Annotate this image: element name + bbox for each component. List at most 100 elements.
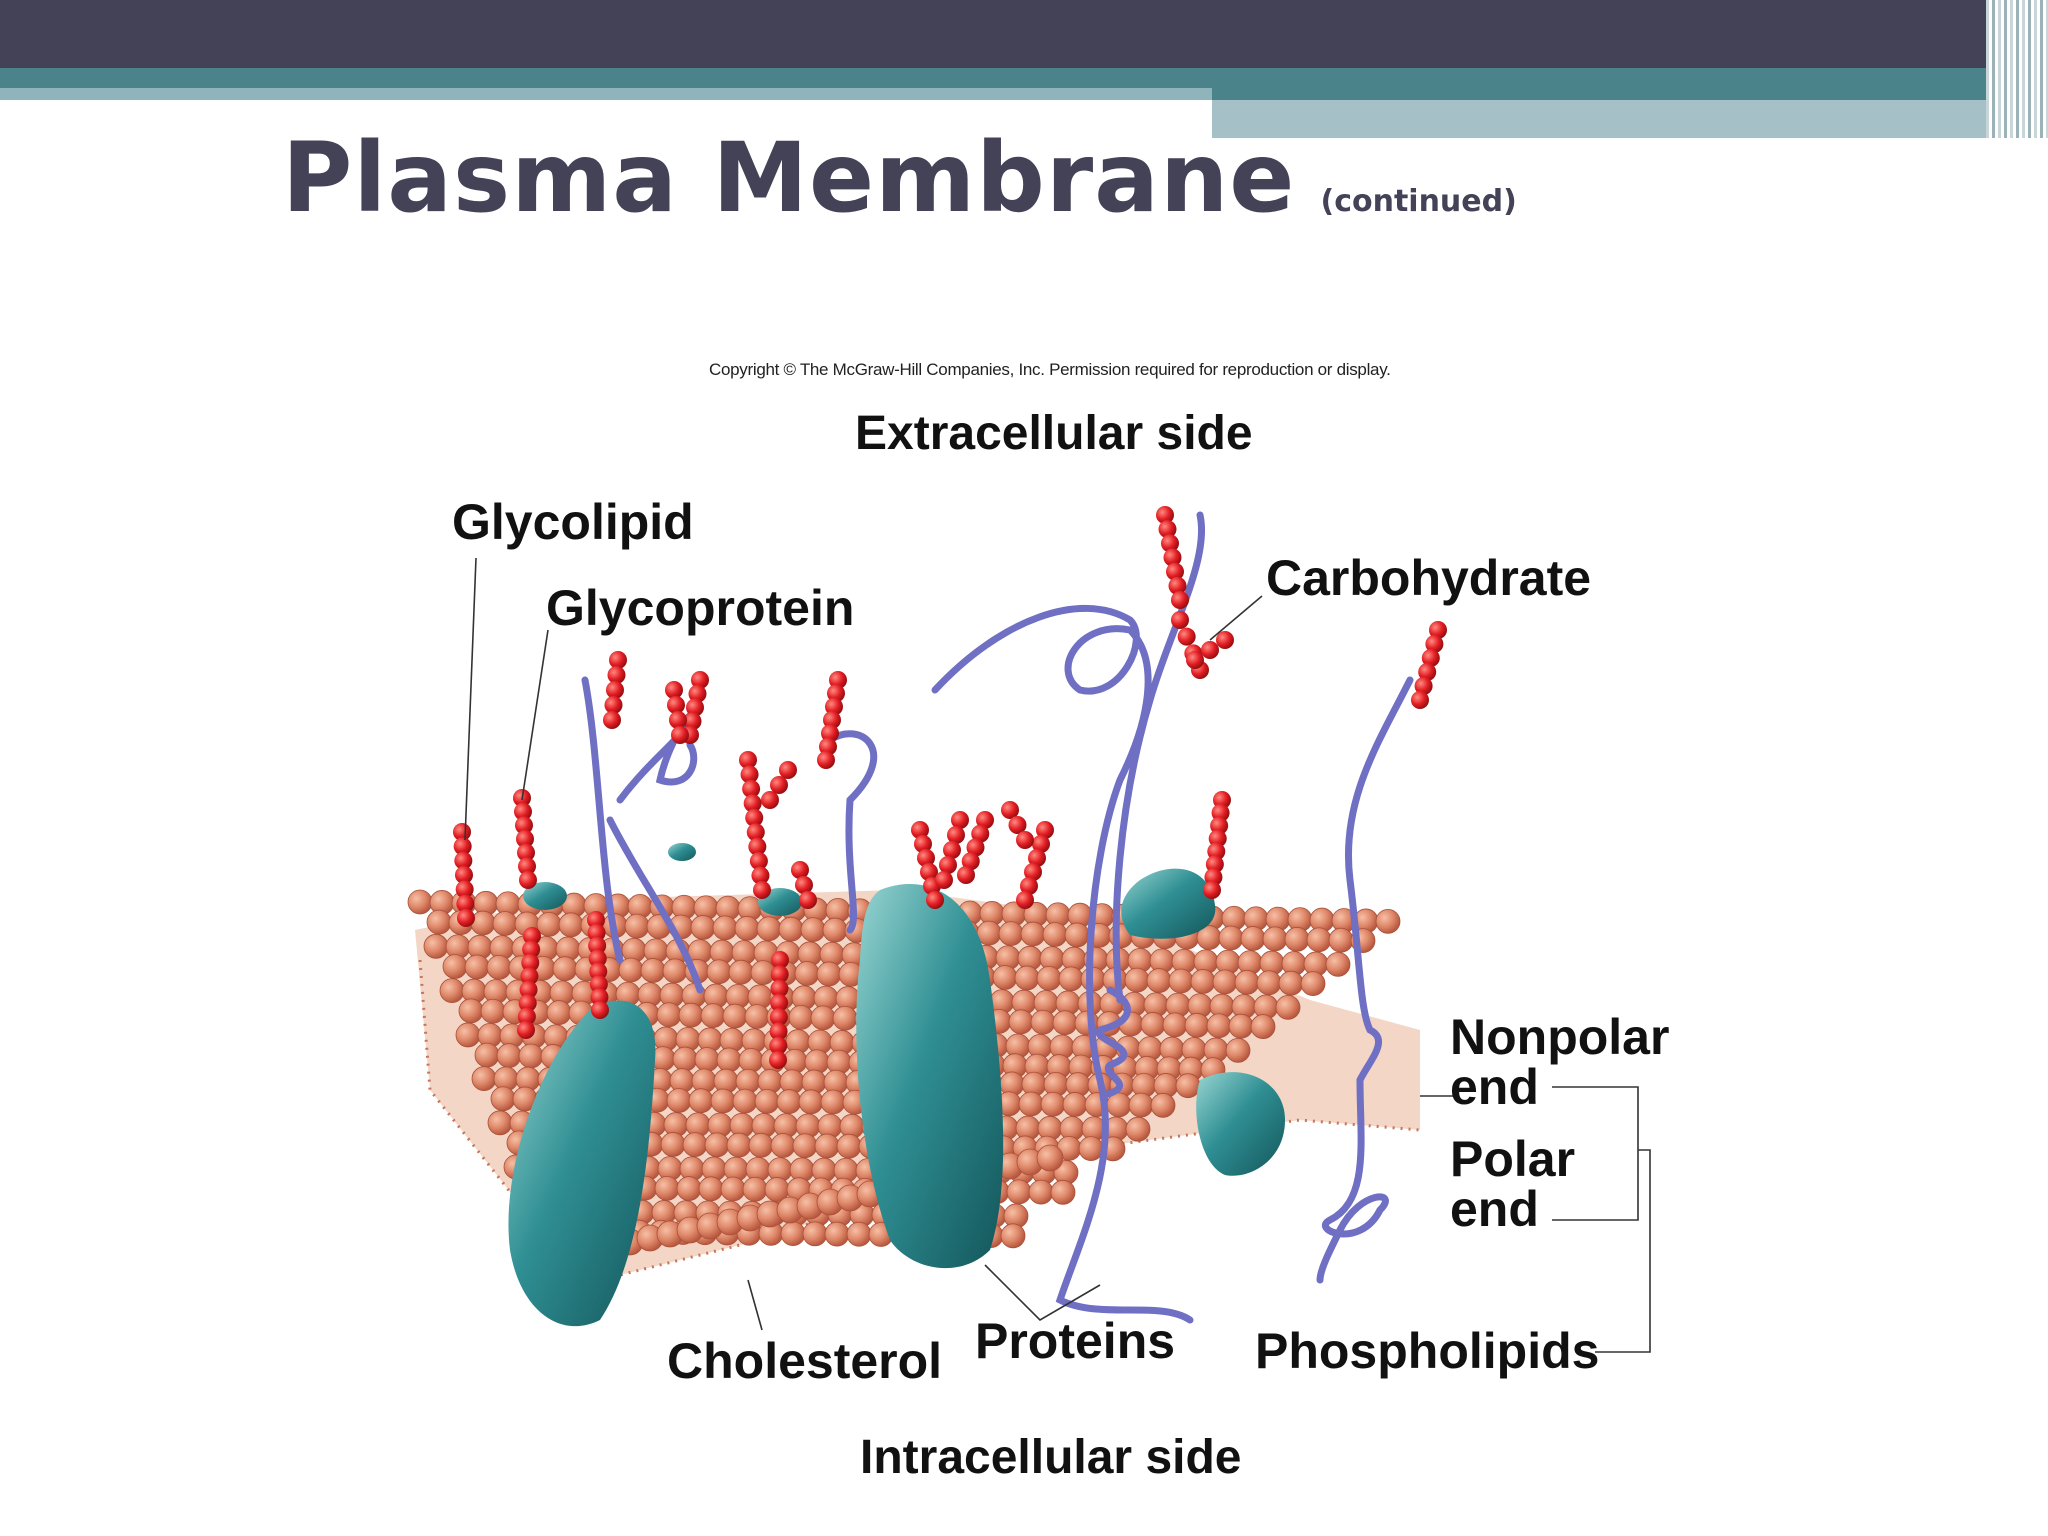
lipid-head [792, 1133, 818, 1159]
lipid-head [1218, 925, 1244, 951]
carbohydrate-bead [518, 857, 536, 876]
carbohydrate-bead [1411, 691, 1429, 709]
slide-title-sub: (continued) [1320, 184, 1517, 219]
lipid-head [756, 916, 782, 942]
carbohydrate-bead [454, 851, 473, 870]
lipid-head [423, 933, 449, 959]
carbohydrate-bead [457, 909, 475, 927]
carbohydrate-bead [455, 880, 474, 899]
carbohydrate-bead [957, 866, 975, 884]
lipid-head [712, 915, 738, 941]
carbohydrate-bead [1163, 548, 1182, 567]
lipid-head [682, 1132, 708, 1158]
lipid-head [1062, 1092, 1088, 1117]
carbohydrate-bead [665, 681, 683, 699]
carbohydrate-bead [769, 1051, 787, 1069]
label-phospholipids: Phospholipids [1255, 1323, 1600, 1379]
carbohydrate-bead [607, 666, 626, 684]
lipid-head [776, 1089, 802, 1114]
carbohydrate-bead [770, 993, 789, 1012]
lipid-head [1078, 1136, 1104, 1161]
carbohydrate-bead [589, 975, 608, 994]
carbohydrate-bead [926, 891, 944, 909]
lipid-head [1058, 966, 1084, 992]
carbohydrate-bead [686, 698, 704, 717]
lipid-head [748, 1132, 774, 1158]
carbohydrate-bead [667, 696, 685, 714]
lipid-head [654, 1175, 680, 1201]
carbohydrate-bead [1216, 631, 1234, 649]
copyright-notice: Copyright © The McGraw-Hill Companies, I… [709, 360, 1391, 379]
carbohydrate-bead [746, 823, 765, 842]
carbohydrate-bead [1421, 649, 1440, 667]
carbohydrate-bead [587, 923, 606, 942]
lipid-head [694, 1047, 720, 1072]
lipid-head [518, 1043, 544, 1069]
carbohydrate-bead [517, 1021, 535, 1039]
carbohydrate-bead [1008, 816, 1027, 834]
carbohydrate-bead [1186, 651, 1204, 669]
lipid-head [728, 959, 754, 985]
carbohydrate-bead [920, 863, 938, 881]
carbohydrate-bead [791, 861, 809, 879]
lipid-head [1328, 927, 1354, 953]
carbohydrate-bead [911, 821, 929, 839]
lipid-head [688, 1088, 714, 1114]
carbohydrate-bead [1425, 635, 1444, 653]
lipid-head [439, 978, 465, 1004]
lipid-head [734, 915, 760, 941]
carbohydrate-bead [1156, 506, 1174, 524]
lipid-head [690, 915, 716, 940]
carbohydrate-chains [453, 506, 1447, 1069]
lipid-head [1250, 1014, 1276, 1040]
carbohydrate-bead [914, 835, 932, 853]
lipid-head [1006, 1179, 1032, 1205]
carbohydrate-bead [587, 911, 605, 929]
carbohydrate-bead [739, 751, 757, 769]
carbohydrate-bead [514, 802, 532, 821]
lipid-head [1042, 922, 1068, 947]
carbohydrate-bead [522, 940, 541, 959]
carbohydrate-bead [590, 988, 609, 1007]
lipid-head [471, 1066, 497, 1092]
lipid-head [407, 889, 433, 915]
lipid-head [698, 1176, 724, 1202]
lipid-head [486, 954, 512, 980]
carbohydrate-bead [515, 816, 533, 835]
carbohydrate-bead [771, 951, 789, 969]
carbohydrate-bead [829, 671, 847, 689]
lipid-head [672, 1046, 698, 1072]
carbohydrate-bead [743, 794, 762, 813]
carbohydrate-bead [517, 843, 535, 862]
slide-title: Plasma Membrane (continued) [282, 122, 1517, 234]
lipid-head [706, 959, 732, 985]
label-polar-line1: Polar [1450, 1131, 1576, 1187]
label-glycoprotein: Glycoprotein [546, 580, 855, 636]
lipid-head [722, 1003, 748, 1029]
lipid-head [732, 1088, 758, 1114]
carbohydrate-bead [516, 830, 534, 848]
carbohydrate-bead [1171, 591, 1189, 609]
lipid-head [794, 961, 820, 986]
lipid-head [474, 1042, 500, 1068]
lipid-head [1124, 967, 1150, 993]
carbohydrate-bead [1203, 881, 1221, 899]
carbohydrate-bead [1028, 849, 1046, 867]
lipid-head [536, 911, 562, 937]
lipid-head [480, 998, 506, 1024]
integral-proteins [508, 843, 1285, 1327]
lipid-head [426, 909, 452, 935]
carbohydrate-bead [769, 1036, 788, 1055]
carbohydrate-bead [917, 849, 935, 867]
carbohydrate-bead [966, 838, 985, 857]
carbohydrate-bead [1429, 621, 1447, 639]
lipid-head [496, 1043, 522, 1068]
lipid-head [678, 1002, 704, 1028]
carbohydrate-bead [951, 811, 969, 829]
carbohydrate-bead [799, 891, 817, 909]
carbohydrate-bead [519, 980, 538, 999]
carbohydrate-bead [1032, 835, 1050, 853]
lipid-head [662, 958, 688, 984]
label-nonpolar-line2: end [1450, 1059, 1539, 1115]
